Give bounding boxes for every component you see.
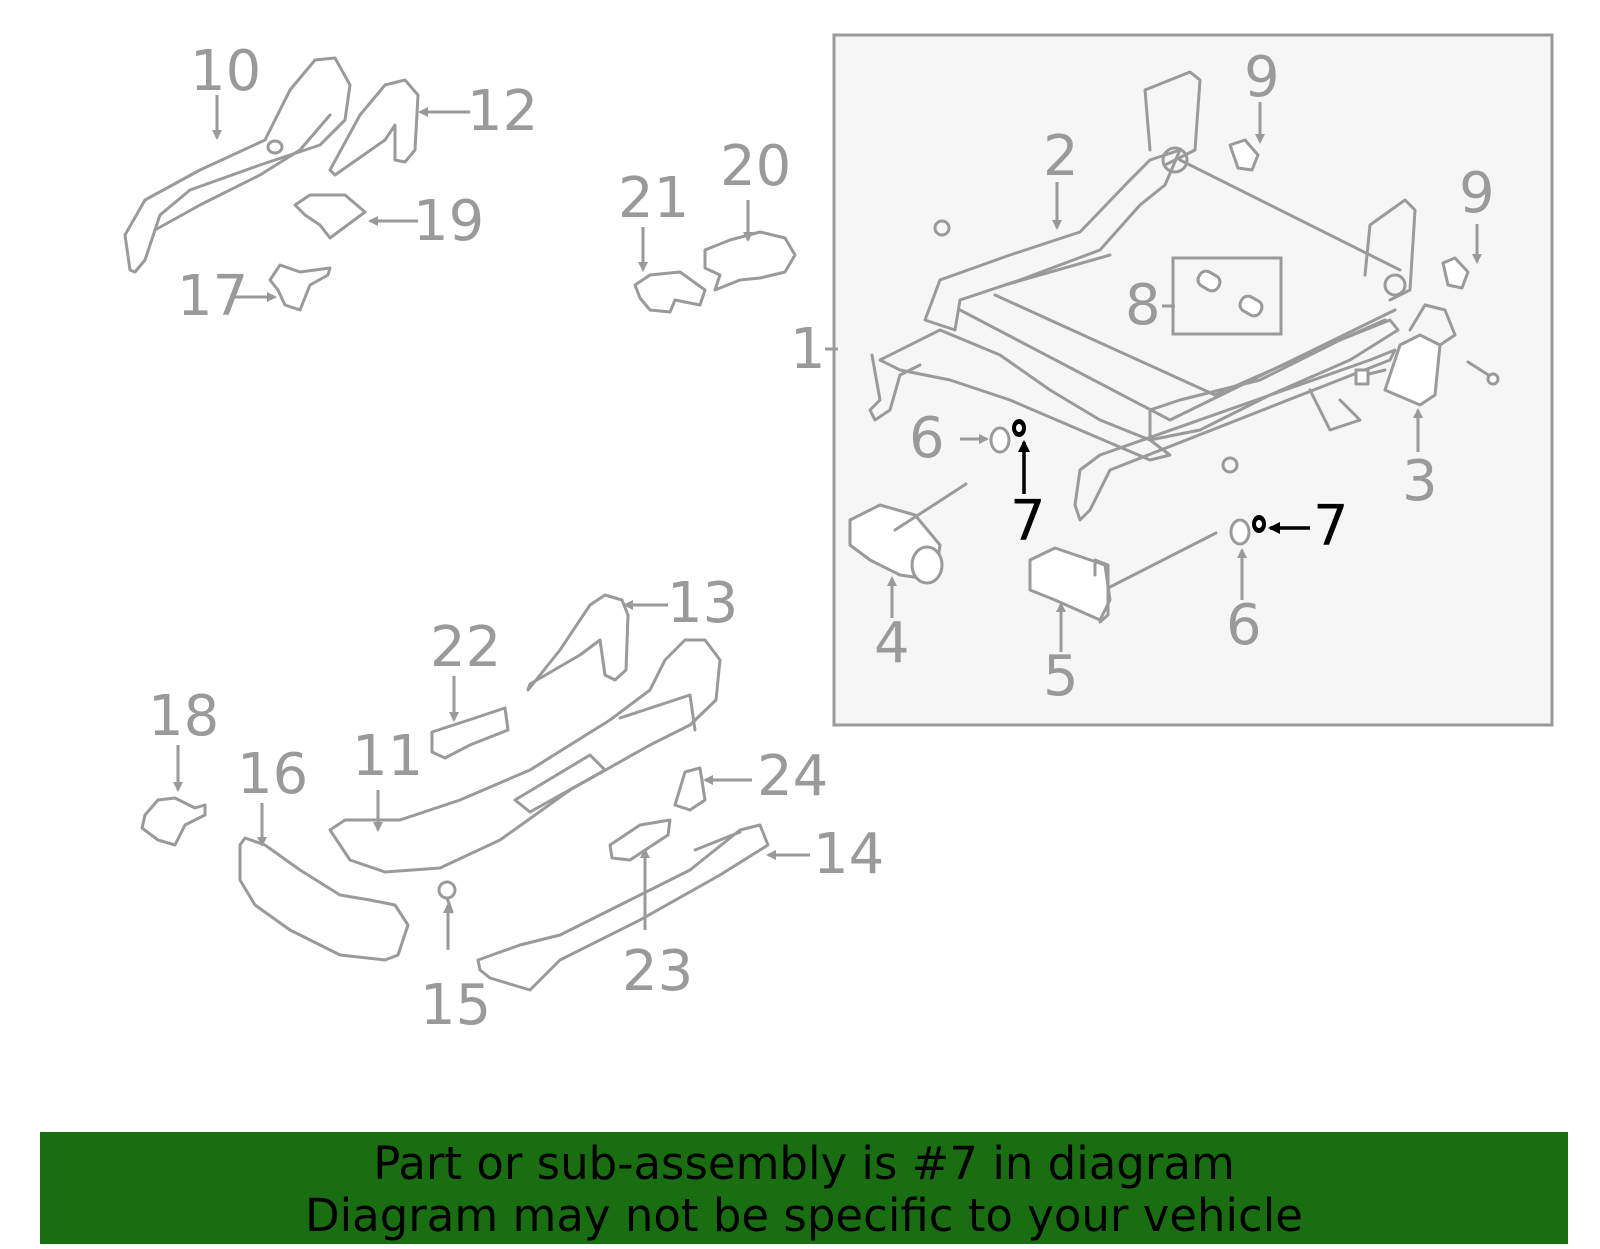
trim-part-20 <box>703 230 797 292</box>
callout-9a: 9 <box>1244 45 1280 110</box>
callout-18: 18 <box>148 684 219 749</box>
callout-13: 13 <box>667 571 738 636</box>
trim-part-24 <box>673 766 707 812</box>
washer-part-6b <box>1229 518 1251 546</box>
clip-part-9b <box>1441 256 1470 290</box>
leader-lines <box>173 95 1482 950</box>
clip-part-19 <box>293 193 367 240</box>
callout-16: 16 <box>237 742 308 807</box>
info-banner: Part or sub-assembly is #7 in diagram Di… <box>40 1132 1568 1244</box>
callout-20: 20 <box>720 134 791 199</box>
banner-line-2: Diagram may not be specific to your vehi… <box>305 1189 1303 1242</box>
clip-part-18 <box>140 796 207 847</box>
callout-23: 23 <box>622 939 693 1004</box>
bracket-part-13 <box>526 593 630 692</box>
seat-frame-part-2 <box>868 70 1417 522</box>
nut-part-7a <box>1012 419 1026 437</box>
washer-part-6a <box>989 426 1011 454</box>
callout-14: 14 <box>813 822 884 887</box>
callout-7b: 7 <box>1313 494 1349 559</box>
cover-part-23 <box>608 818 672 862</box>
side-shield-part-11 <box>328 638 722 874</box>
callout-22: 22 <box>430 615 501 680</box>
trim-part-21 <box>633 270 707 314</box>
callout-5: 5 <box>1043 644 1079 709</box>
nut-part-7b <box>1252 515 1266 533</box>
callout-24: 24 <box>757 744 828 809</box>
callout-6a: 6 <box>909 406 945 471</box>
motor-part-3 <box>1354 303 1500 407</box>
rail-cover-part-14 <box>476 823 770 992</box>
callout-9b: 9 <box>1459 161 1495 226</box>
callout-15: 15 <box>420 973 491 1038</box>
callout-10: 10 <box>190 39 261 104</box>
motor-part-4 <box>848 482 968 585</box>
bushings-part-8 <box>1171 256 1283 336</box>
callout-6b: 6 <box>1226 593 1262 658</box>
callout-7a: 7 <box>1010 489 1046 554</box>
side-cover-part-10 <box>123 56 352 274</box>
callout-11: 11 <box>352 724 423 789</box>
callout-8: 8 <box>1125 273 1161 338</box>
callout-19: 19 <box>413 189 484 254</box>
callout-4: 4 <box>874 611 910 676</box>
clip-part-9a <box>1228 138 1260 172</box>
callout-21: 21 <box>618 166 689 231</box>
bracket-part-12 <box>328 78 420 177</box>
callout-1: 1 <box>790 317 826 382</box>
callout-12: 12 <box>467 79 538 144</box>
callout-2: 2 <box>1043 124 1079 189</box>
assembly-inset-box <box>832 33 1554 727</box>
clip-part-17 <box>268 263 332 312</box>
switch-part-22 <box>430 706 510 760</box>
trim-part-16 <box>238 836 410 962</box>
banner-line-1: Part or sub-assembly is #7 in diagram <box>373 1137 1235 1190</box>
callout-17: 17 <box>177 264 248 329</box>
motor-part-5 <box>1028 531 1218 624</box>
callout-3: 3 <box>1402 449 1438 514</box>
